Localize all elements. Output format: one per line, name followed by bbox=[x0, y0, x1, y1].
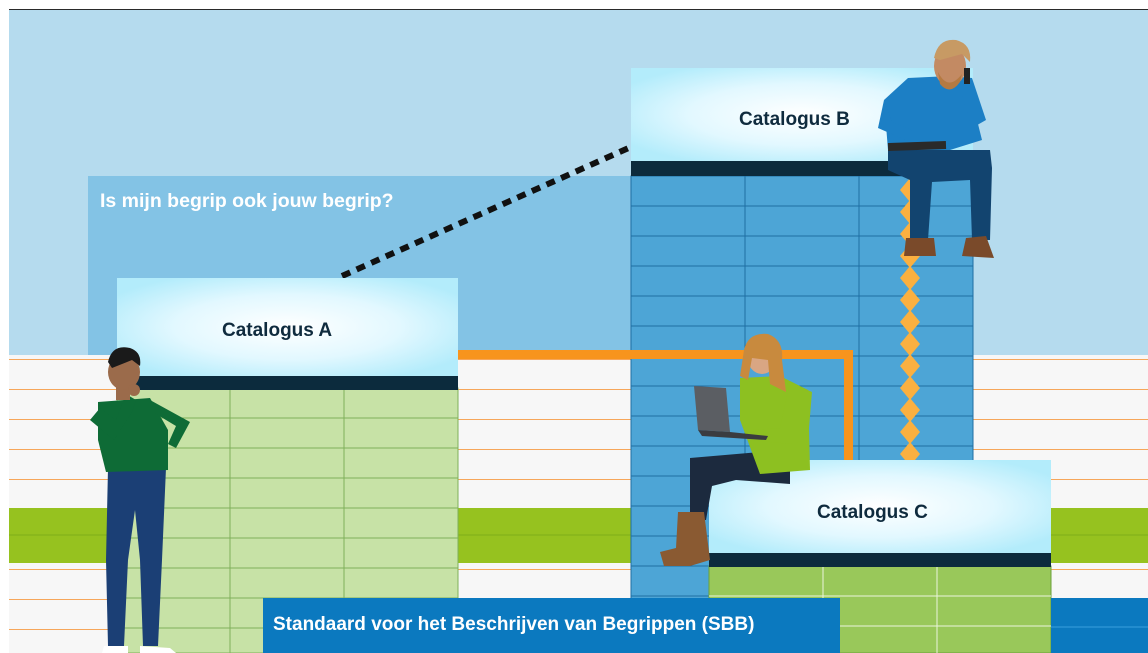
catalog-a-card bbox=[117, 278, 458, 390]
catalog-c-title: Catalogus C bbox=[817, 502, 928, 523]
dotted-link bbox=[340, 143, 635, 279]
question-text: Is mijn begrip ook jouw begrip? bbox=[100, 190, 394, 212]
blue-band bbox=[1051, 598, 1148, 653]
sbb-banner bbox=[263, 598, 840, 653]
sitting-woman-with-laptop-figure bbox=[660, 333, 812, 566]
catalog-b-title: Catalogus B bbox=[739, 109, 850, 130]
sbb-banner-text: Standaard voor het Beschrijven van Begri… bbox=[273, 614, 755, 635]
sitting-man-with-phone-figure bbox=[878, 39, 994, 258]
catalog-a-bar bbox=[117, 376, 458, 390]
orange-connector bbox=[458, 350, 853, 460]
catalog-a-title: Catalogus A bbox=[222, 320, 333, 341]
catalog-c-bar bbox=[709, 553, 1051, 567]
standing-man-figure bbox=[90, 347, 190, 653]
catalog-b-bar bbox=[631, 161, 973, 176]
frame-border bbox=[9, 9, 1148, 10]
